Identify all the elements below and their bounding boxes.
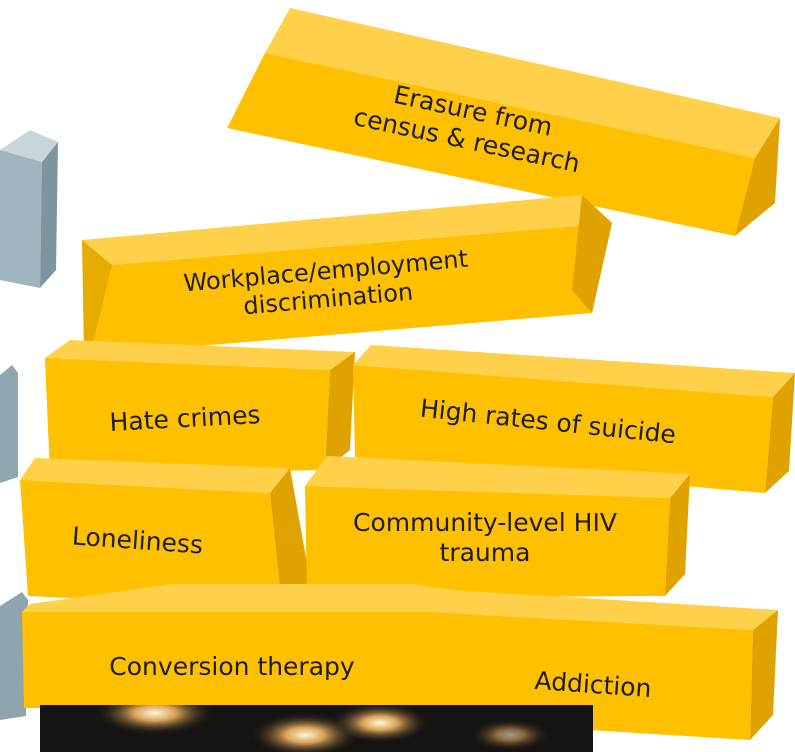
block-suicide: High rates of suicide <box>353 345 795 493</box>
label-line: Community-level HIV <box>353 508 617 537</box>
block-workplace: Workplace/employment discrimination <box>82 195 617 360</box>
block-erasure: Erasure from census & research <box>225 8 780 243</box>
label-line: Conversion therapy <box>109 652 355 681</box>
grey-block-bottom <box>0 592 28 720</box>
candlelight-photo <box>40 705 593 752</box>
block-hiv: Community-level HIV trauma <box>305 456 690 601</box>
block-hiv-label: Community-level HIV trauma <box>315 508 655 567</box>
grey-block-top <box>0 130 58 288</box>
block-hate-crimes: Hate crimes <box>45 340 355 480</box>
label-line: trauma <box>439 537 531 567</box>
block-conversion: Conversion therapy <box>22 582 467 722</box>
block-loneliness: Loneliness <box>20 458 310 608</box>
grey-block-middle <box>0 365 18 483</box>
block-conversion-label: Conversion therapy <box>32 652 432 682</box>
